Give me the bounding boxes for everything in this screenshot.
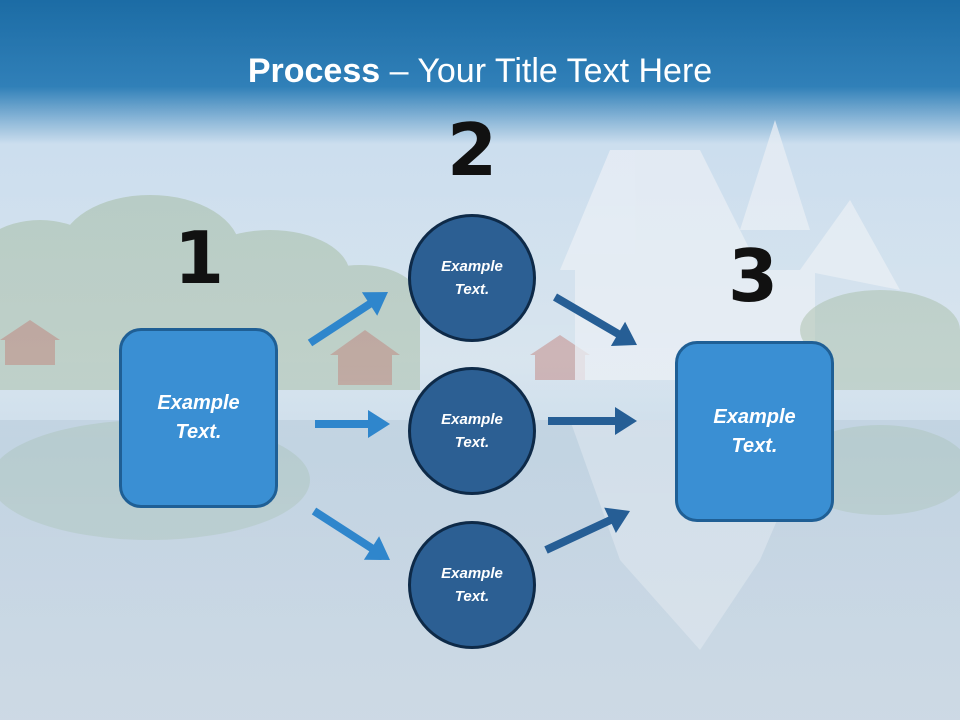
arrow-top-to-box3 — [553, 293, 637, 346]
arrow-bottom-to-box3 — [544, 507, 630, 554]
bottom-circle-label: Example Text. — [441, 565, 503, 605]
step-3-box-label: Example Text. — [713, 405, 796, 457]
step-2-circle-top: Example Text. — [408, 214, 536, 342]
title-bold: Process — [247, 52, 381, 90]
step-number-2: 2 — [446, 108, 498, 192]
step-number-1: 1 — [173, 216, 225, 300]
step-1-box: Example Text. — [119, 328, 278, 508]
top-circle-label: Example Text. — [441, 258, 503, 298]
arrow-box1-to-top — [307, 292, 388, 347]
middle-circle-label: Example Text. — [441, 411, 503, 451]
step-1-box-label: Example Text. — [157, 392, 240, 443]
step-2-circle-middle: Example Text. — [408, 367, 536, 495]
step-3-box: Example Text. — [675, 341, 834, 522]
step-2-circle-bottom: Example Text. — [408, 521, 536, 649]
slide-title: Process – Your Title Text Here — [0, 52, 960, 91]
arrow-box1-to-middle — [315, 410, 390, 438]
step-number-3: 3 — [727, 234, 779, 318]
arrow-box1-to-bottom — [311, 507, 390, 560]
arrow-middle-to-box3 — [548, 407, 637, 435]
title-rest: – Your Title Text Here — [380, 52, 713, 90]
